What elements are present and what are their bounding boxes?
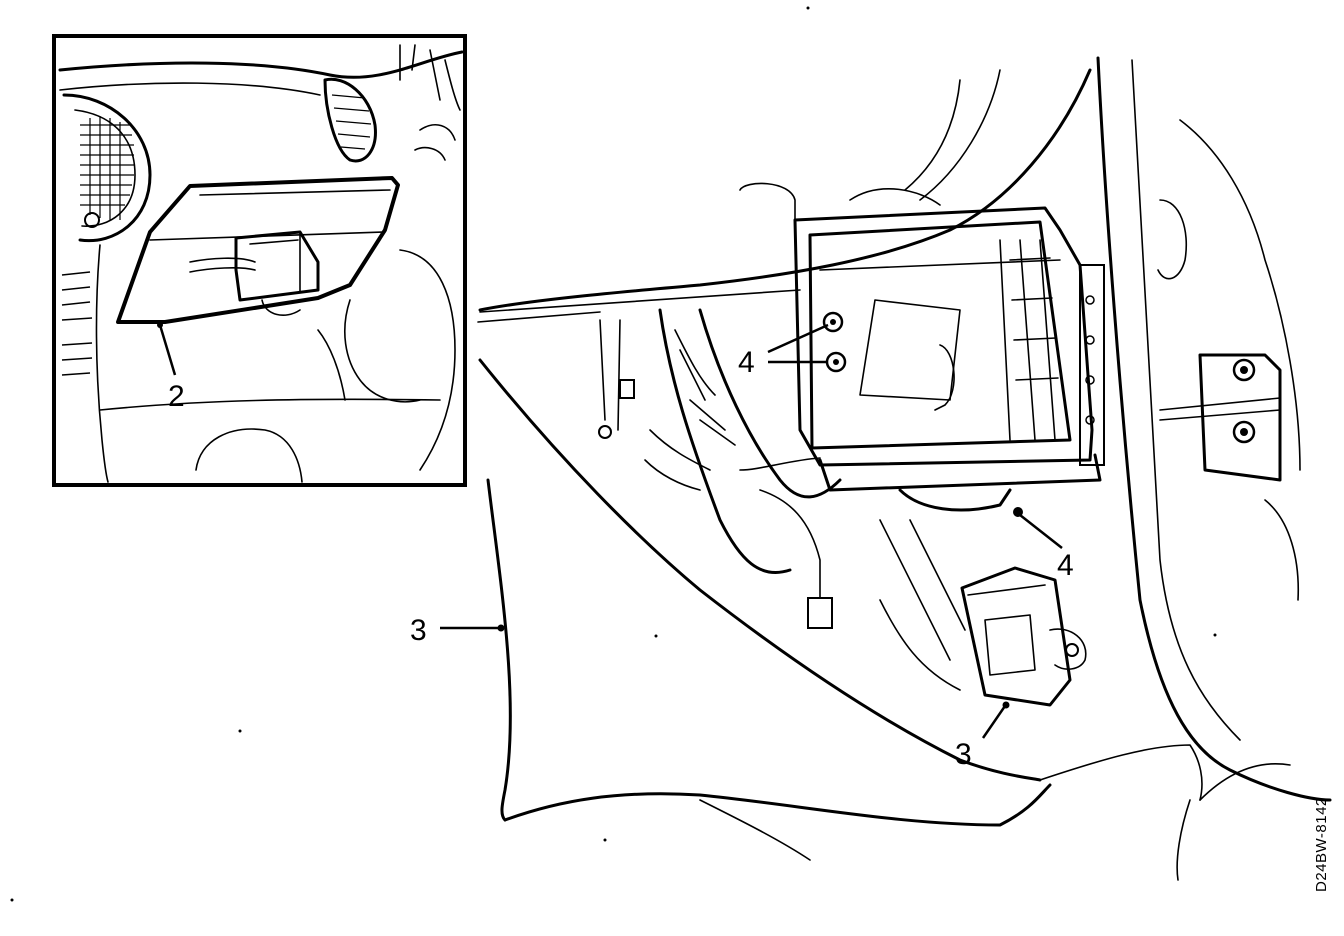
wiring-harness xyxy=(598,308,842,629)
callout-2: 2 xyxy=(168,380,185,413)
connector-plug xyxy=(807,597,833,629)
control-module-lower xyxy=(879,519,1087,707)
door-frame-pillar xyxy=(1096,56,1332,802)
dash-lower-edge xyxy=(478,358,1042,782)
inset-left-vent xyxy=(62,93,152,243)
figure-code: D24BW-8142 xyxy=(1313,797,1330,892)
main-view: 3 3 4 4 D24BW-8142 xyxy=(10,6,1332,902)
inset-frame xyxy=(52,34,467,487)
side-bracket xyxy=(1157,199,1300,601)
callout-4-lower: 4 xyxy=(1057,549,1074,582)
callout-3-panel: 3 xyxy=(410,614,427,647)
dash-upper-edge xyxy=(478,68,1092,312)
control-module-upper xyxy=(739,182,1105,517)
inset-dash-top xyxy=(58,50,464,79)
inset-right-vent xyxy=(323,77,377,163)
scan-specks xyxy=(10,6,1217,902)
inset-glovebox-outline xyxy=(116,176,400,324)
callout-4-upper: 4 xyxy=(738,346,755,379)
trim-panel-outline xyxy=(486,478,512,822)
callout-3-module: 3 xyxy=(955,738,972,771)
inset-detail-view: 2 xyxy=(52,34,467,487)
trim-panel-bottom xyxy=(503,783,1052,827)
